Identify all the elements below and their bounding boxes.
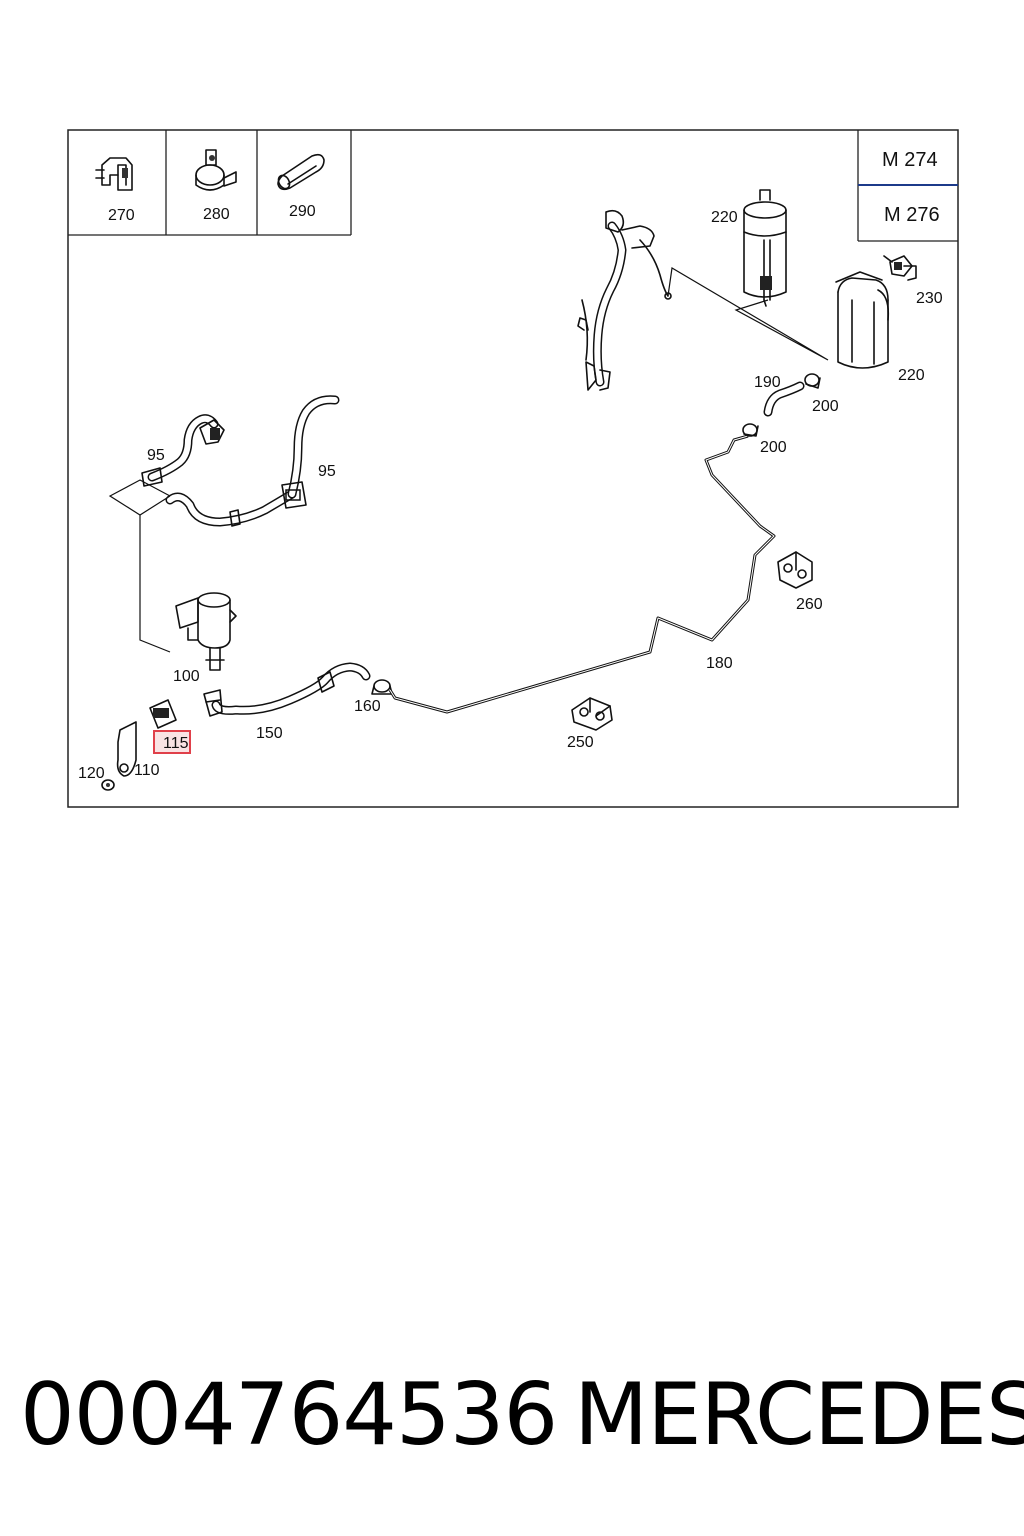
nut-120 bbox=[101, 779, 115, 791]
part-number: 0004764536 bbox=[20, 1365, 558, 1465]
callout-260: 260 bbox=[796, 596, 823, 613]
valve-230 bbox=[883, 255, 917, 281]
callout-190: 190 bbox=[754, 374, 781, 391]
clamp-200-lower bbox=[742, 423, 759, 437]
legend-label-270: 270 bbox=[108, 207, 135, 224]
footer: 0004764536 MERCEDES bbox=[0, 1360, 1024, 1480]
callout-220-lower: 220 bbox=[898, 367, 925, 384]
callout-180: 180 bbox=[706, 655, 733, 672]
callout-200-upper: 200 bbox=[812, 398, 839, 415]
clamp-160 bbox=[371, 679, 393, 695]
hose-150 bbox=[203, 662, 371, 717]
parts-diagram: 270 280 290 M 274 M 276 bbox=[67, 129, 959, 808]
engine-variant-m274: M 274 bbox=[882, 149, 938, 171]
leader-95 bbox=[108, 479, 171, 653]
legend-label-280: 280 bbox=[203, 206, 230, 223]
callout-95-lower: 95 bbox=[318, 463, 336, 480]
filler-vent-assembly bbox=[577, 209, 672, 391]
hose-190 bbox=[763, 381, 805, 417]
diagram-frame bbox=[67, 129, 959, 808]
purge-valve-100 bbox=[175, 592, 237, 671]
leader-220-upper bbox=[667, 267, 829, 361]
line-180 bbox=[388, 434, 776, 714]
callout-250: 250 bbox=[567, 734, 594, 751]
callout-160: 160 bbox=[354, 698, 381, 715]
bracket-110 bbox=[116, 721, 137, 777]
clip-115 bbox=[149, 699, 177, 729]
engine-variant-m276: M 276 bbox=[884, 204, 940, 226]
legend-table: 270 280 290 bbox=[68, 130, 352, 236]
callout-220-upper: 220 bbox=[711, 209, 738, 226]
highlight-115 bbox=[153, 730, 191, 754]
canister-220-lower bbox=[835, 271, 890, 369]
callout-115: 115 bbox=[163, 735, 189, 752]
legend-label-290: 290 bbox=[289, 203, 316, 220]
callout-120: 120 bbox=[78, 765, 105, 782]
engine-variant-table: M 274 M 276 bbox=[857, 130, 958, 242]
callout-100: 100 bbox=[173, 668, 200, 685]
callout-150: 150 bbox=[256, 725, 283, 742]
callout-95-upper: 95 bbox=[147, 447, 165, 464]
clamp-icon bbox=[195, 149, 237, 191]
callout-200-lower: 200 bbox=[760, 439, 787, 456]
clamp-200-upper bbox=[804, 373, 821, 389]
brand-name: MERCEDES bbox=[574, 1365, 1024, 1465]
hose-95-lower bbox=[165, 395, 340, 527]
sleeve-icon bbox=[277, 153, 325, 191]
mount-250 bbox=[571, 697, 613, 731]
callout-110: 110 bbox=[134, 762, 160, 779]
mount-260 bbox=[777, 551, 813, 589]
callout-230: 230 bbox=[916, 290, 943, 307]
canister-220-upper bbox=[743, 189, 787, 307]
clip-icon bbox=[95, 157, 133, 191]
